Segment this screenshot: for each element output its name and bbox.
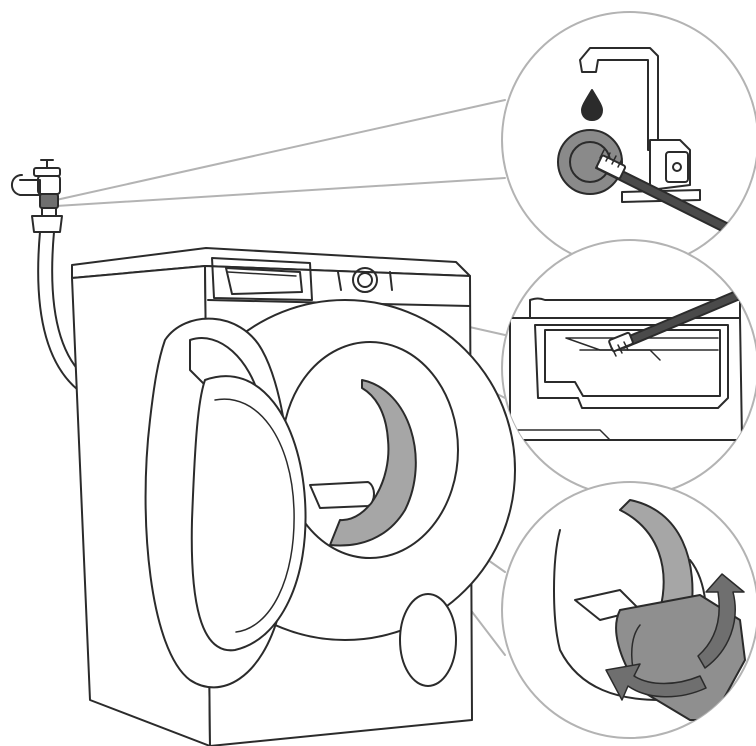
control-knob-icon bbox=[352, 267, 378, 293]
detergent-drawer-icon bbox=[211, 257, 313, 301]
water-tap-icon bbox=[11, 159, 63, 233]
faucet-icon bbox=[579, 47, 701, 203]
rotate-arrow-icon bbox=[605, 573, 745, 701]
washing-machine-icon bbox=[71, 247, 516, 746]
inlet-filter-icon bbox=[557, 129, 623, 195]
filter-hatch bbox=[399, 593, 457, 687]
detail-door-gasket bbox=[501, 481, 756, 739]
door-gasket-icon bbox=[329, 379, 417, 547]
detail-detergent-drawer bbox=[501, 239, 756, 497]
water-drop-icon bbox=[581, 89, 603, 121]
detail-inlet-filter bbox=[501, 11, 756, 269]
